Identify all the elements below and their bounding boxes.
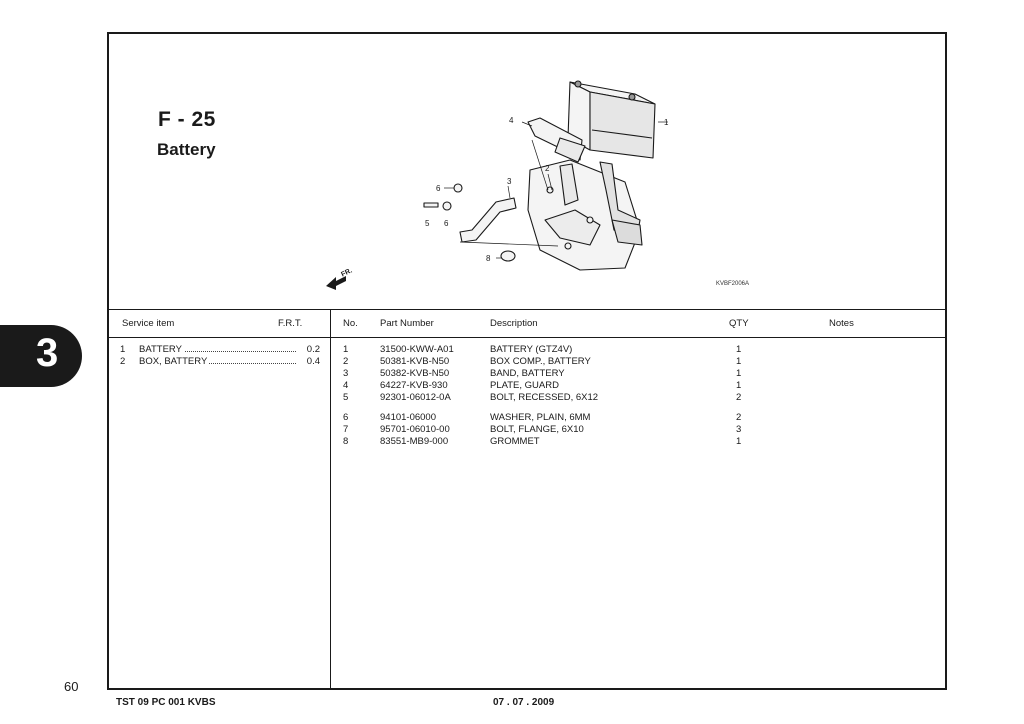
battery-exploded-diagram: 1 2 3 4 5 6 6 8 xyxy=(423,80,669,271)
part-number-header: Part Number xyxy=(380,318,434,329)
footer-doc-code: TST 09 PC 001 KVBS xyxy=(116,697,216,708)
figure-title: Battery xyxy=(157,140,216,159)
front-arrow-icon: FR. xyxy=(326,267,353,290)
callout-2: 2 xyxy=(545,164,550,173)
divider xyxy=(107,309,947,310)
no-header: No. xyxy=(343,318,358,329)
callout-6b: 6 xyxy=(444,219,449,228)
service-item-header: Service item xyxy=(122,318,175,329)
service-row: 2 BOX, BATTERY 0.4 xyxy=(120,356,320,367)
bolt-icon xyxy=(423,202,439,208)
bracket-part xyxy=(459,197,517,243)
page-frame xyxy=(107,32,947,690)
battery-part xyxy=(567,80,656,159)
column-divider xyxy=(330,309,331,690)
callout-1: 1 xyxy=(664,118,669,127)
page-number: 60 xyxy=(64,679,79,694)
washer-icon xyxy=(442,201,452,211)
section-number: 3 xyxy=(36,331,59,375)
grommet-icon xyxy=(500,250,516,262)
callout-5: 5 xyxy=(425,219,430,228)
divider xyxy=(107,337,947,338)
notes-header: Notes xyxy=(829,318,854,329)
footer-date: 07 . 07 . 2009 xyxy=(493,697,555,708)
battery-box-part xyxy=(527,159,643,271)
callout-3: 3 xyxy=(507,177,512,186)
front-label: FR. xyxy=(340,267,353,278)
band-part xyxy=(554,137,586,163)
diagram-code: KVBF2006A xyxy=(716,281,750,287)
frt-header: F.R.T. xyxy=(278,318,303,329)
service-row: 1 BATTERY 0.2 xyxy=(120,344,320,355)
callout-6a: 6 xyxy=(436,184,441,193)
callout-4: 4 xyxy=(509,116,514,125)
section-tab: 3 xyxy=(0,325,82,387)
callout-8: 8 xyxy=(486,254,491,263)
description-header: Description xyxy=(490,318,538,329)
qty-header: QTY xyxy=(729,318,749,329)
washer-icon xyxy=(453,183,463,193)
figure-code: F - 25 xyxy=(158,108,216,131)
